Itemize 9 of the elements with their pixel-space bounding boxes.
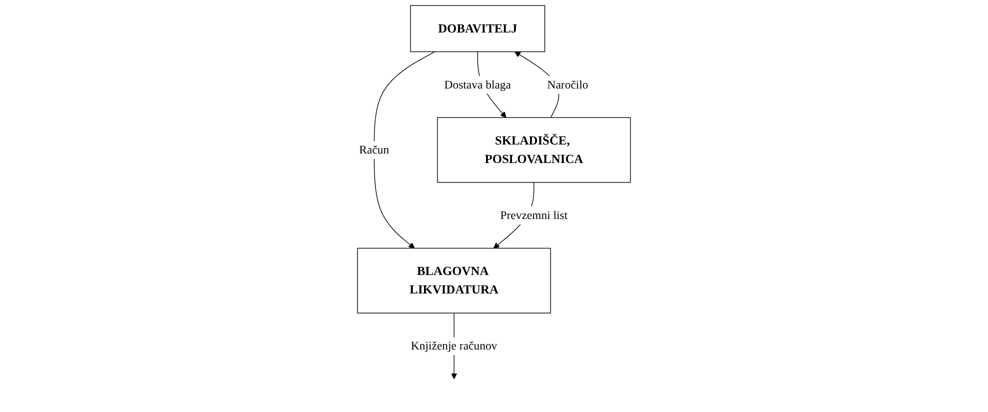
edge-label: Račun [359,143,390,156]
arrow [374,51,436,248]
edge-label: Prevzemni list [500,208,568,222]
node-box: SKLADIŠČE, POSLOVALNICA [437,117,631,183]
edge-label: Dostava blaga [444,78,511,92]
node-box: DOBAVITELJ [410,5,546,52]
node-box: BLAGOVNA LIKVIDATURA [357,248,551,314]
edge-label: Knjiženje računov [410,339,498,352]
edge-label: Naročilo [547,78,588,92]
